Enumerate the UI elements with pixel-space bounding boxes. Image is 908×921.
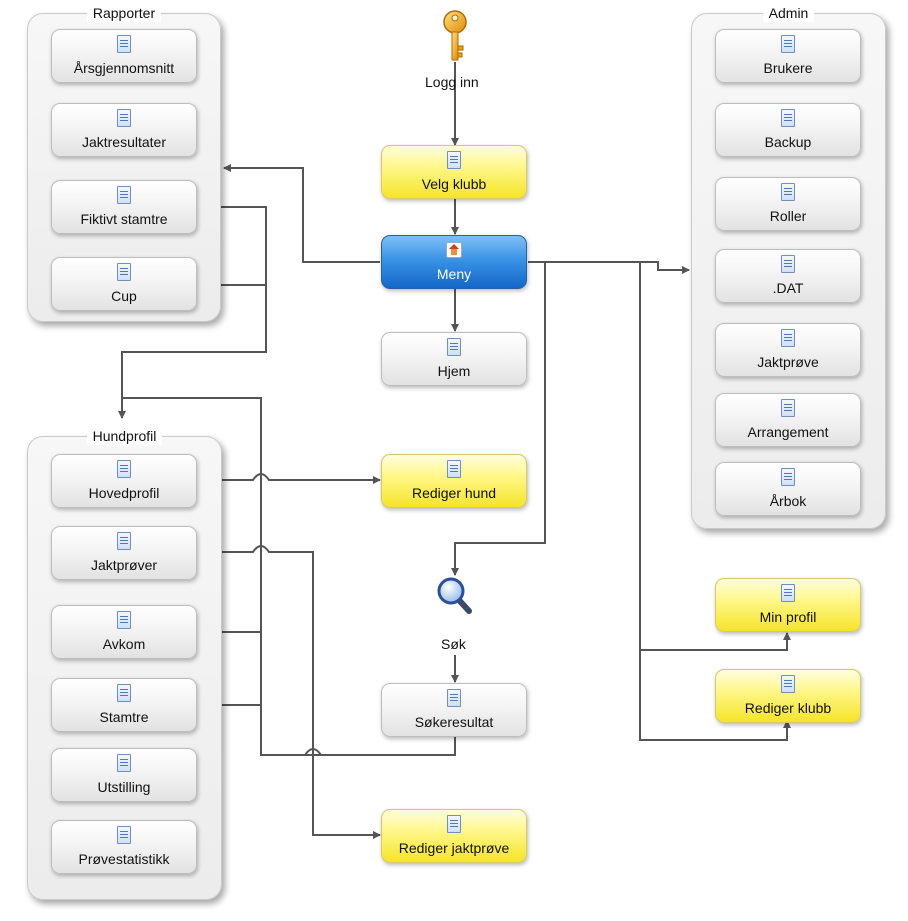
node-label: Hjem [437, 363, 471, 379]
document-icon [447, 151, 461, 169]
node-brukere[interactable]: Brukere [715, 29, 861, 83]
node-jaktprover[interactable]: Jaktprøver [51, 526, 197, 580]
node-rediger-jaktprove[interactable]: Rediger jaktprøve [381, 809, 527, 863]
node-label: Fiktivt stamtre [80, 211, 168, 227]
document-icon [447, 689, 461, 707]
node-label: Roller [769, 208, 807, 224]
document-icon [117, 263, 131, 281]
document-icon [781, 675, 795, 693]
node-label: Søkeresultat [414, 714, 494, 730]
document-icon [117, 186, 131, 204]
search-label: Søk [441, 636, 466, 652]
home-icon [446, 242, 462, 258]
node-roller[interactable]: Roller [715, 177, 861, 231]
document-icon [117, 826, 131, 844]
document-icon [117, 611, 131, 629]
node-label: Rediger jaktprøve [398, 840, 510, 856]
node-label: Avkom [102, 636, 146, 652]
document-icon [781, 399, 795, 417]
node-fiktivt-stamtre[interactable]: Fiktivt stamtre [51, 180, 197, 234]
document-icon [117, 460, 131, 478]
document-icon [781, 468, 795, 486]
group-title-admin: Admin [762, 5, 815, 22]
node-label: Brukere [763, 60, 813, 76]
node-label: Utstilling [97, 779, 151, 795]
node-meny[interactable]: Meny [381, 235, 527, 289]
document-icon [781, 35, 795, 53]
node-sokeresultat[interactable]: Søkeresultat [381, 683, 527, 737]
document-icon [447, 815, 461, 833]
magnifier-icon [437, 577, 472, 614]
node-label: .DAT [772, 280, 804, 296]
node-arbok[interactable]: Årbok [715, 462, 861, 516]
document-icon [781, 183, 795, 201]
node-utstilling[interactable]: Utstilling [51, 748, 197, 802]
document-icon [117, 684, 131, 702]
node-label: Årsgjennomsnitt [73, 60, 175, 76]
node-jaktresultater[interactable]: Jaktresultater [51, 103, 197, 157]
node-jaktprove-admin[interactable]: Jaktprøve [715, 323, 861, 377]
node-label: Årbok [769, 493, 807, 509]
node-hovedprofil[interactable]: Hovedprofil [51, 454, 197, 508]
node-label: Stamtre [99, 709, 149, 725]
document-icon [117, 109, 131, 127]
node-label: Jaktprøver [90, 557, 158, 573]
node-arrangement[interactable]: Arrangement [715, 393, 861, 447]
document-icon [117, 35, 131, 53]
document-icon [447, 460, 461, 478]
key-icon [443, 10, 467, 61]
node-label: Arrangement [747, 424, 829, 440]
node-label: Rediger klubb [744, 700, 832, 716]
node-stamtre[interactable]: Stamtre [51, 678, 197, 732]
node-label: Rediger hund [411, 485, 497, 501]
node-dat[interactable]: .DAT [715, 249, 861, 303]
document-icon [117, 532, 131, 550]
node-label: Hovedprofil [88, 485, 160, 501]
node-velg-klubb[interactable]: Velg klubb [381, 145, 527, 199]
node-min-profil[interactable]: Min profil [715, 578, 861, 632]
node-cup[interactable]: Cup [51, 257, 197, 311]
document-icon [781, 255, 795, 273]
login-label: Logg inn [425, 74, 479, 90]
group-title-rapporter: Rapporter [86, 5, 162, 22]
node-provestatistikk[interactable]: Prøvestatistikk [51, 820, 197, 874]
node-avkom[interactable]: Avkom [51, 605, 197, 659]
node-rediger-hund[interactable]: Rediger hund [381, 454, 527, 508]
node-label: Cup [111, 288, 137, 304]
document-icon [781, 584, 795, 602]
node-hjem[interactable]: Hjem [381, 332, 527, 386]
document-icon [781, 109, 795, 127]
node-label: Meny [436, 266, 472, 282]
node-backup[interactable]: Backup [715, 103, 861, 157]
node-label: Prøvestatistikk [78, 851, 170, 867]
group-title-hundprofil: Hundprofil [86, 428, 163, 445]
node-rediger-klubb[interactable]: Rediger klubb [715, 669, 861, 723]
document-icon [781, 329, 795, 347]
document-icon [117, 754, 131, 772]
node-label: Jaktresultater [81, 134, 167, 150]
node-label: Backup [764, 134, 812, 150]
document-icon [447, 338, 461, 356]
node-label: Jaktprøve [757, 354, 819, 370]
node-label: Velg klubb [421, 176, 487, 192]
node-label: Min profil [759, 609, 817, 625]
node-arsgjennomsnitt[interactable]: Årsgjennomsnitt [51, 29, 197, 83]
